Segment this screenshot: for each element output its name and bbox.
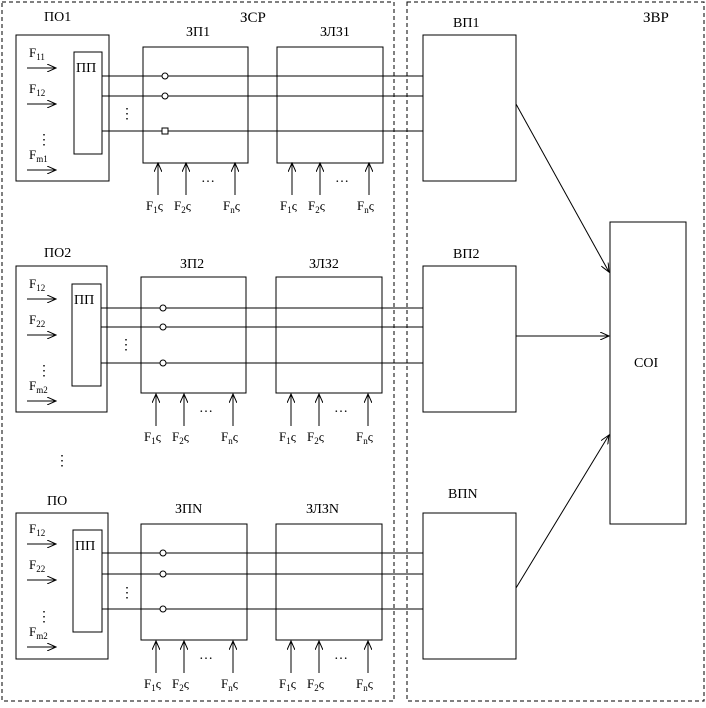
po-input-label: F12 [29, 276, 45, 293]
po-input-label: F11 [29, 45, 45, 62]
pp-label: ПП [74, 293, 94, 308]
signal-node [159, 323, 167, 331]
signal-node [159, 359, 167, 367]
pp-label: ПП [76, 61, 96, 76]
po-title: ПО1 [44, 10, 71, 25]
zp-input-label: F2ς [172, 429, 190, 446]
vp-title: ВПN [448, 487, 478, 502]
zp-title: ЗП2 [180, 257, 204, 272]
zlz-input-label: F2ς [307, 676, 325, 693]
zp-more-ellipsis: … [199, 401, 213, 416]
zsr-region-title: ЗСР [240, 10, 266, 26]
zp-block [140, 523, 248, 641]
zlz-input-label: F2ς [307, 429, 325, 446]
zlz-title: ЗЛЗN [306, 502, 339, 517]
zlz-block [275, 523, 383, 641]
po-input-label: Fm1 [29, 147, 48, 164]
zlz-title: ЗЛЗ1 [320, 25, 350, 40]
zlz-input-label: F1ς [279, 429, 297, 446]
zlz-block [275, 276, 383, 394]
pp-block [73, 51, 103, 155]
po-input-label: F22 [29, 312, 45, 329]
zp-input-label: Fnς [223, 198, 241, 215]
zlz-input-label: Fnς [356, 676, 374, 693]
signal-more-ellipsis: ⋮ [120, 107, 134, 122]
zvr-region-title: ЗВР [643, 10, 669, 26]
zlz-block [276, 46, 384, 164]
coi-block [609, 221, 687, 525]
zp-title: ЗП1 [186, 25, 210, 40]
signal-more-ellipsis: ⋮ [120, 586, 134, 601]
signal-node [159, 304, 167, 312]
more-rows-ellipsis: ⋮ [55, 454, 69, 469]
zp-more-ellipsis: … [201, 171, 215, 186]
signal-node [161, 127, 169, 135]
po-title: ПО [47, 494, 67, 509]
input-more-ellipsis: ⋮ [37, 610, 51, 625]
zp-input-label: F2ς [174, 198, 192, 215]
signal-node [159, 570, 167, 578]
signal-node [159, 549, 167, 557]
signal-node [161, 92, 169, 100]
coi-label: СОІ [634, 356, 658, 371]
zp-block [140, 276, 247, 394]
pp-block [72, 529, 103, 633]
vp-title: ВП1 [453, 16, 479, 31]
signal-node [161, 72, 169, 80]
zsr-region-frame [1, 1, 395, 702]
po-title: ПО2 [44, 246, 71, 261]
zlz-input-label: F2ς [308, 198, 326, 215]
input-more-ellipsis: ⋮ [37, 364, 51, 379]
zlz-input-label: F1ς [280, 198, 298, 215]
po-input-label: Fm2 [29, 378, 48, 395]
vp-block [422, 265, 517, 413]
zp-input-label: F1ς [144, 429, 162, 446]
zvr-region-frame [406, 1, 705, 702]
po-input-label: F12 [29, 521, 45, 538]
zlz-more-ellipsis: … [335, 171, 349, 186]
zp-input-label: Fnς [221, 676, 239, 693]
vp-block [422, 34, 517, 182]
po-input-label: F12 [29, 81, 45, 98]
zp-input-label: F2ς [172, 676, 190, 693]
zlz-title: ЗЛЗ2 [309, 257, 339, 272]
zp-more-ellipsis: … [199, 648, 213, 663]
zp-title: ЗПN [175, 502, 202, 517]
pp-block [71, 283, 102, 387]
input-more-ellipsis: ⋮ [37, 133, 51, 148]
pp-label: ПП [75, 539, 95, 554]
zlz-more-ellipsis: … [334, 648, 348, 663]
zp-input-label: Fnς [221, 429, 239, 446]
vp-block [422, 512, 517, 660]
zlz-input-label: Fnς [356, 429, 374, 446]
zp-input-label: F1ς [146, 198, 164, 215]
zlz-input-label: F1ς [279, 676, 297, 693]
vp1-to-coi-arrow [515, 103, 609, 272]
po-input-label: F22 [29, 557, 45, 574]
zlz-more-ellipsis: … [334, 401, 348, 416]
zp-block [142, 46, 249, 164]
zlz-input-label: Fnς [357, 198, 375, 215]
vp-title: ВП2 [453, 247, 479, 262]
vpn-to-coi-arrow [515, 435, 609, 589]
signal-more-ellipsis: ⋮ [119, 338, 133, 353]
po-input-label: Fm2 [29, 624, 48, 641]
zp-input-label: F1ς [144, 676, 162, 693]
signal-node [159, 605, 167, 613]
